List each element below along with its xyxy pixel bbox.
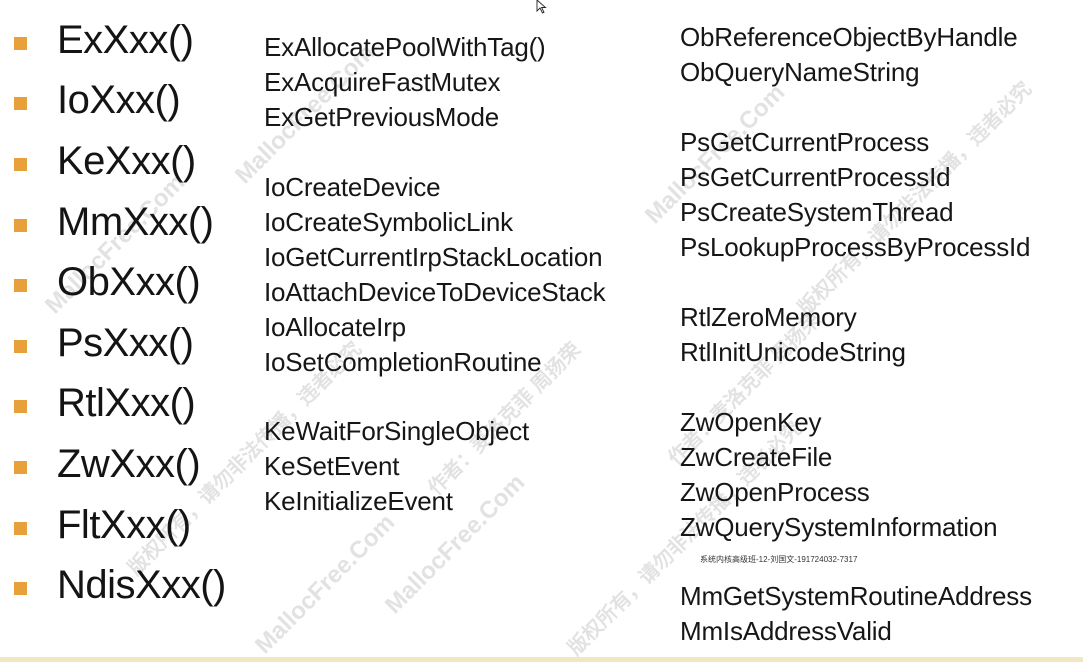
function-name: PsGetCurrentProcessId — [680, 162, 951, 192]
list-item: PsXxx() — [14, 313, 226, 374]
watermark-site: MallocFree.Com — [250, 508, 401, 660]
ob-functions-group: ObReferenceObjectByHandle ObQueryNameStr… — [680, 20, 1018, 90]
mm-functions-group: MmGetSystemRoutineAddress MmIsAddressVal… — [680, 579, 1032, 649]
square-bullet-icon — [14, 218, 27, 232]
function-name: IoAttachDeviceToDeviceStack — [264, 277, 606, 307]
prefix-label: ObXxx() — [57, 260, 201, 305]
prefix-label: KeXxx() — [57, 138, 196, 183]
prefix-label: NdisXxx() — [57, 563, 226, 608]
function-name: ExAcquireFastMutex — [264, 67, 501, 97]
prefix-list: ExXxx() IoXxx() KeXxx() MmXxx() ObXxx() … — [14, 10, 226, 616]
prefix-label: IoXxx() — [57, 78, 181, 123]
function-name: ObReferenceObjectByHandle — [680, 22, 1018, 52]
function-name: IoSetCompletionRoutine — [264, 347, 542, 377]
function-name: IoAllocateIrp — [264, 312, 406, 342]
square-bullet-icon — [14, 400, 27, 414]
function-name: ZwCreateFile — [680, 442, 833, 472]
function-name: KeSetEvent — [264, 451, 400, 481]
video-caption: 系统内核高级班-12-刘国文-191724032-7317 — [700, 555, 858, 564]
function-name: IoGetCurrentIrpStackLocation — [264, 242, 603, 272]
list-item: NdisXxx() — [14, 555, 226, 616]
square-bullet-icon — [14, 339, 27, 353]
io-functions-group: IoCreateDevice IoCreateSymbolicLink IoGe… — [264, 170, 606, 380]
zw-functions-group: ZwOpenKey ZwCreateFile ZwOpenProcess ZwQ… — [680, 405, 998, 545]
list-item: ExXxx() — [14, 10, 226, 71]
list-item: RtlXxx() — [14, 374, 226, 435]
prefix-label: FltXxx() — [57, 502, 191, 547]
list-item: KeXxx() — [14, 131, 226, 192]
function-name: IoCreateSymbolicLink — [264, 207, 513, 237]
square-bullet-icon — [14, 97, 27, 111]
square-bullet-icon — [14, 157, 27, 171]
prefix-label: MmXxx() — [57, 199, 214, 244]
list-item: IoXxx() — [14, 71, 226, 132]
rtl-functions-group: RtlZeroMemory RtlInitUnicodeString — [680, 300, 906, 370]
function-name: PsCreateSystemThread — [680, 197, 954, 227]
mouse-pointer-icon — [536, 0, 547, 14]
square-bullet-icon — [14, 582, 27, 596]
function-name: MmIsAddressValid — [680, 616, 892, 646]
square-bullet-icon — [14, 460, 27, 474]
square-bullet-icon — [14, 279, 27, 293]
prefix-label: ExXxx() — [57, 17, 194, 62]
prefix-label: RtlXxx() — [57, 381, 196, 426]
bottom-strip — [0, 657, 1083, 662]
function-name: ExAllocatePoolWithTag() — [264, 32, 546, 62]
square-bullet-icon — [14, 36, 27, 50]
list-item: MmXxx() — [14, 192, 226, 253]
function-name: ZwOpenProcess — [680, 477, 870, 507]
function-name: KeWaitForSingleObject — [264, 416, 530, 446]
ps-functions-group: PsGetCurrentProcess PsGetCurrentProcessI… — [680, 125, 1031, 265]
function-name: PsGetCurrentProcess — [680, 127, 930, 157]
ex-functions-group: ExAllocatePoolWithTag() ExAcquireFastMut… — [264, 30, 546, 135]
function-name: RtlZeroMemory — [680, 302, 857, 332]
ke-functions-group: KeWaitForSingleObject KeSetEvent KeIniti… — [264, 414, 529, 519]
function-name: ZwQuerySystemInformation — [680, 512, 998, 542]
function-name: IoCreateDevice — [264, 172, 441, 202]
function-name: RtlInitUnicodeString — [680, 337, 906, 367]
square-bullet-icon — [14, 521, 27, 535]
prefix-label: ZwXxx() — [57, 441, 201, 486]
function-name: MmGetSystemRoutineAddress — [680, 581, 1032, 611]
function-name: ExGetPreviousMode — [264, 102, 500, 132]
list-item: ObXxx() — [14, 252, 226, 313]
list-item: FltXxx() — [14, 495, 226, 556]
prefix-label: PsXxx() — [57, 320, 194, 365]
function-name: PsLookupProcessByProcessId — [680, 232, 1031, 262]
function-name: ObQueryNameString — [680, 57, 920, 87]
function-name: ZwOpenKey — [680, 407, 822, 437]
function-name: KeInitializeEvent — [264, 486, 453, 516]
list-item: ZwXxx() — [14, 434, 226, 495]
